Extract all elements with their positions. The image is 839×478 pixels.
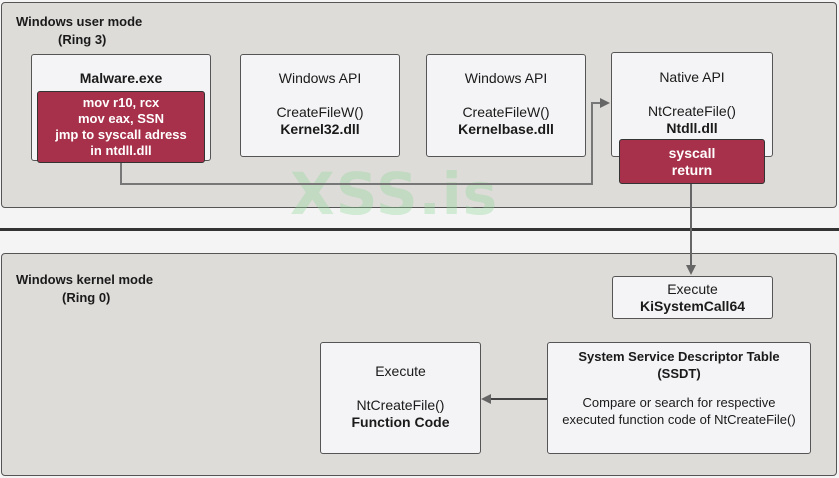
kisystemcall-name: KiSystemCall64	[639, 298, 746, 314]
kernelbase-title: Windows API	[464, 70, 548, 86]
ssdt-box: System Service Descriptor Table (SSDT) C…	[547, 342, 811, 454]
kernel32-title: Windows API	[278, 70, 362, 86]
function-code-box: Execute NtCreateFile() Function Code	[320, 342, 481, 454]
ssdt-desc: Compare or search for respective	[582, 395, 776, 410]
user-mode-subtitle: (Ring 3)	[58, 32, 107, 47]
syscall-label: syscall	[668, 144, 716, 161]
code-line: in ntdll.dll	[90, 143, 152, 158]
code-line: mov eax, SSN	[78, 111, 164, 126]
kernelbase-func: CreateFileW()	[462, 104, 550, 120]
ntdll-title: Native API	[659, 69, 725, 85]
function-name: NtCreateFile()	[356, 397, 445, 413]
kernelbase-box: Windows API CreateFileW() Kernelbase.dll	[426, 54, 586, 157]
kernel-mode-title: Windows kernel mode (Ring 0)	[16, 272, 154, 305]
ssdt-title: System Service Descriptor Table	[578, 349, 780, 364]
ntdll-dll: Ntdll.dll	[666, 120, 718, 136]
code-line: jmp to syscall adress	[55, 127, 187, 142]
user-mode-title: Windows user mode (Ring 3)	[16, 14, 143, 47]
kisystemcall-execute: Execute	[667, 281, 718, 297]
kernel-mode-subtitle: (Ring 0)	[62, 290, 111, 305]
syscall-block: syscall return	[619, 139, 765, 184]
malware-name: Malware.exe	[79, 70, 163, 86]
return-label: return	[671, 161, 713, 178]
kernelbase-dll: Kernelbase.dll	[458, 121, 554, 137]
ntdll-func: NtCreateFile()	[648, 103, 736, 119]
kisystemcall-box: Execute KiSystemCall64	[612, 276, 773, 319]
function-code-label: Function Code	[351, 414, 450, 430]
kernel32-dll: Kernel32.dll	[280, 121, 360, 137]
malware-to-ntdll-arrow	[120, 98, 610, 185]
malware-code-block: mov r10, rcx mov eax, SSN jmp to syscall…	[37, 91, 205, 163]
function-execute: Execute	[375, 363, 426, 379]
ssdt-desc-2: executed function code of NtCreateFile()	[562, 412, 796, 427]
mode-divider	[0, 228, 839, 231]
watermark: XSS.is	[290, 160, 499, 228]
kernel32-box: Windows API CreateFileW() Kernel32.dll	[240, 54, 400, 157]
kernel32-func: CreateFileW()	[276, 104, 364, 120]
ssdt-abbrev: (SSDT)	[657, 366, 701, 381]
code-line: mov r10, rcx	[82, 95, 160, 110]
